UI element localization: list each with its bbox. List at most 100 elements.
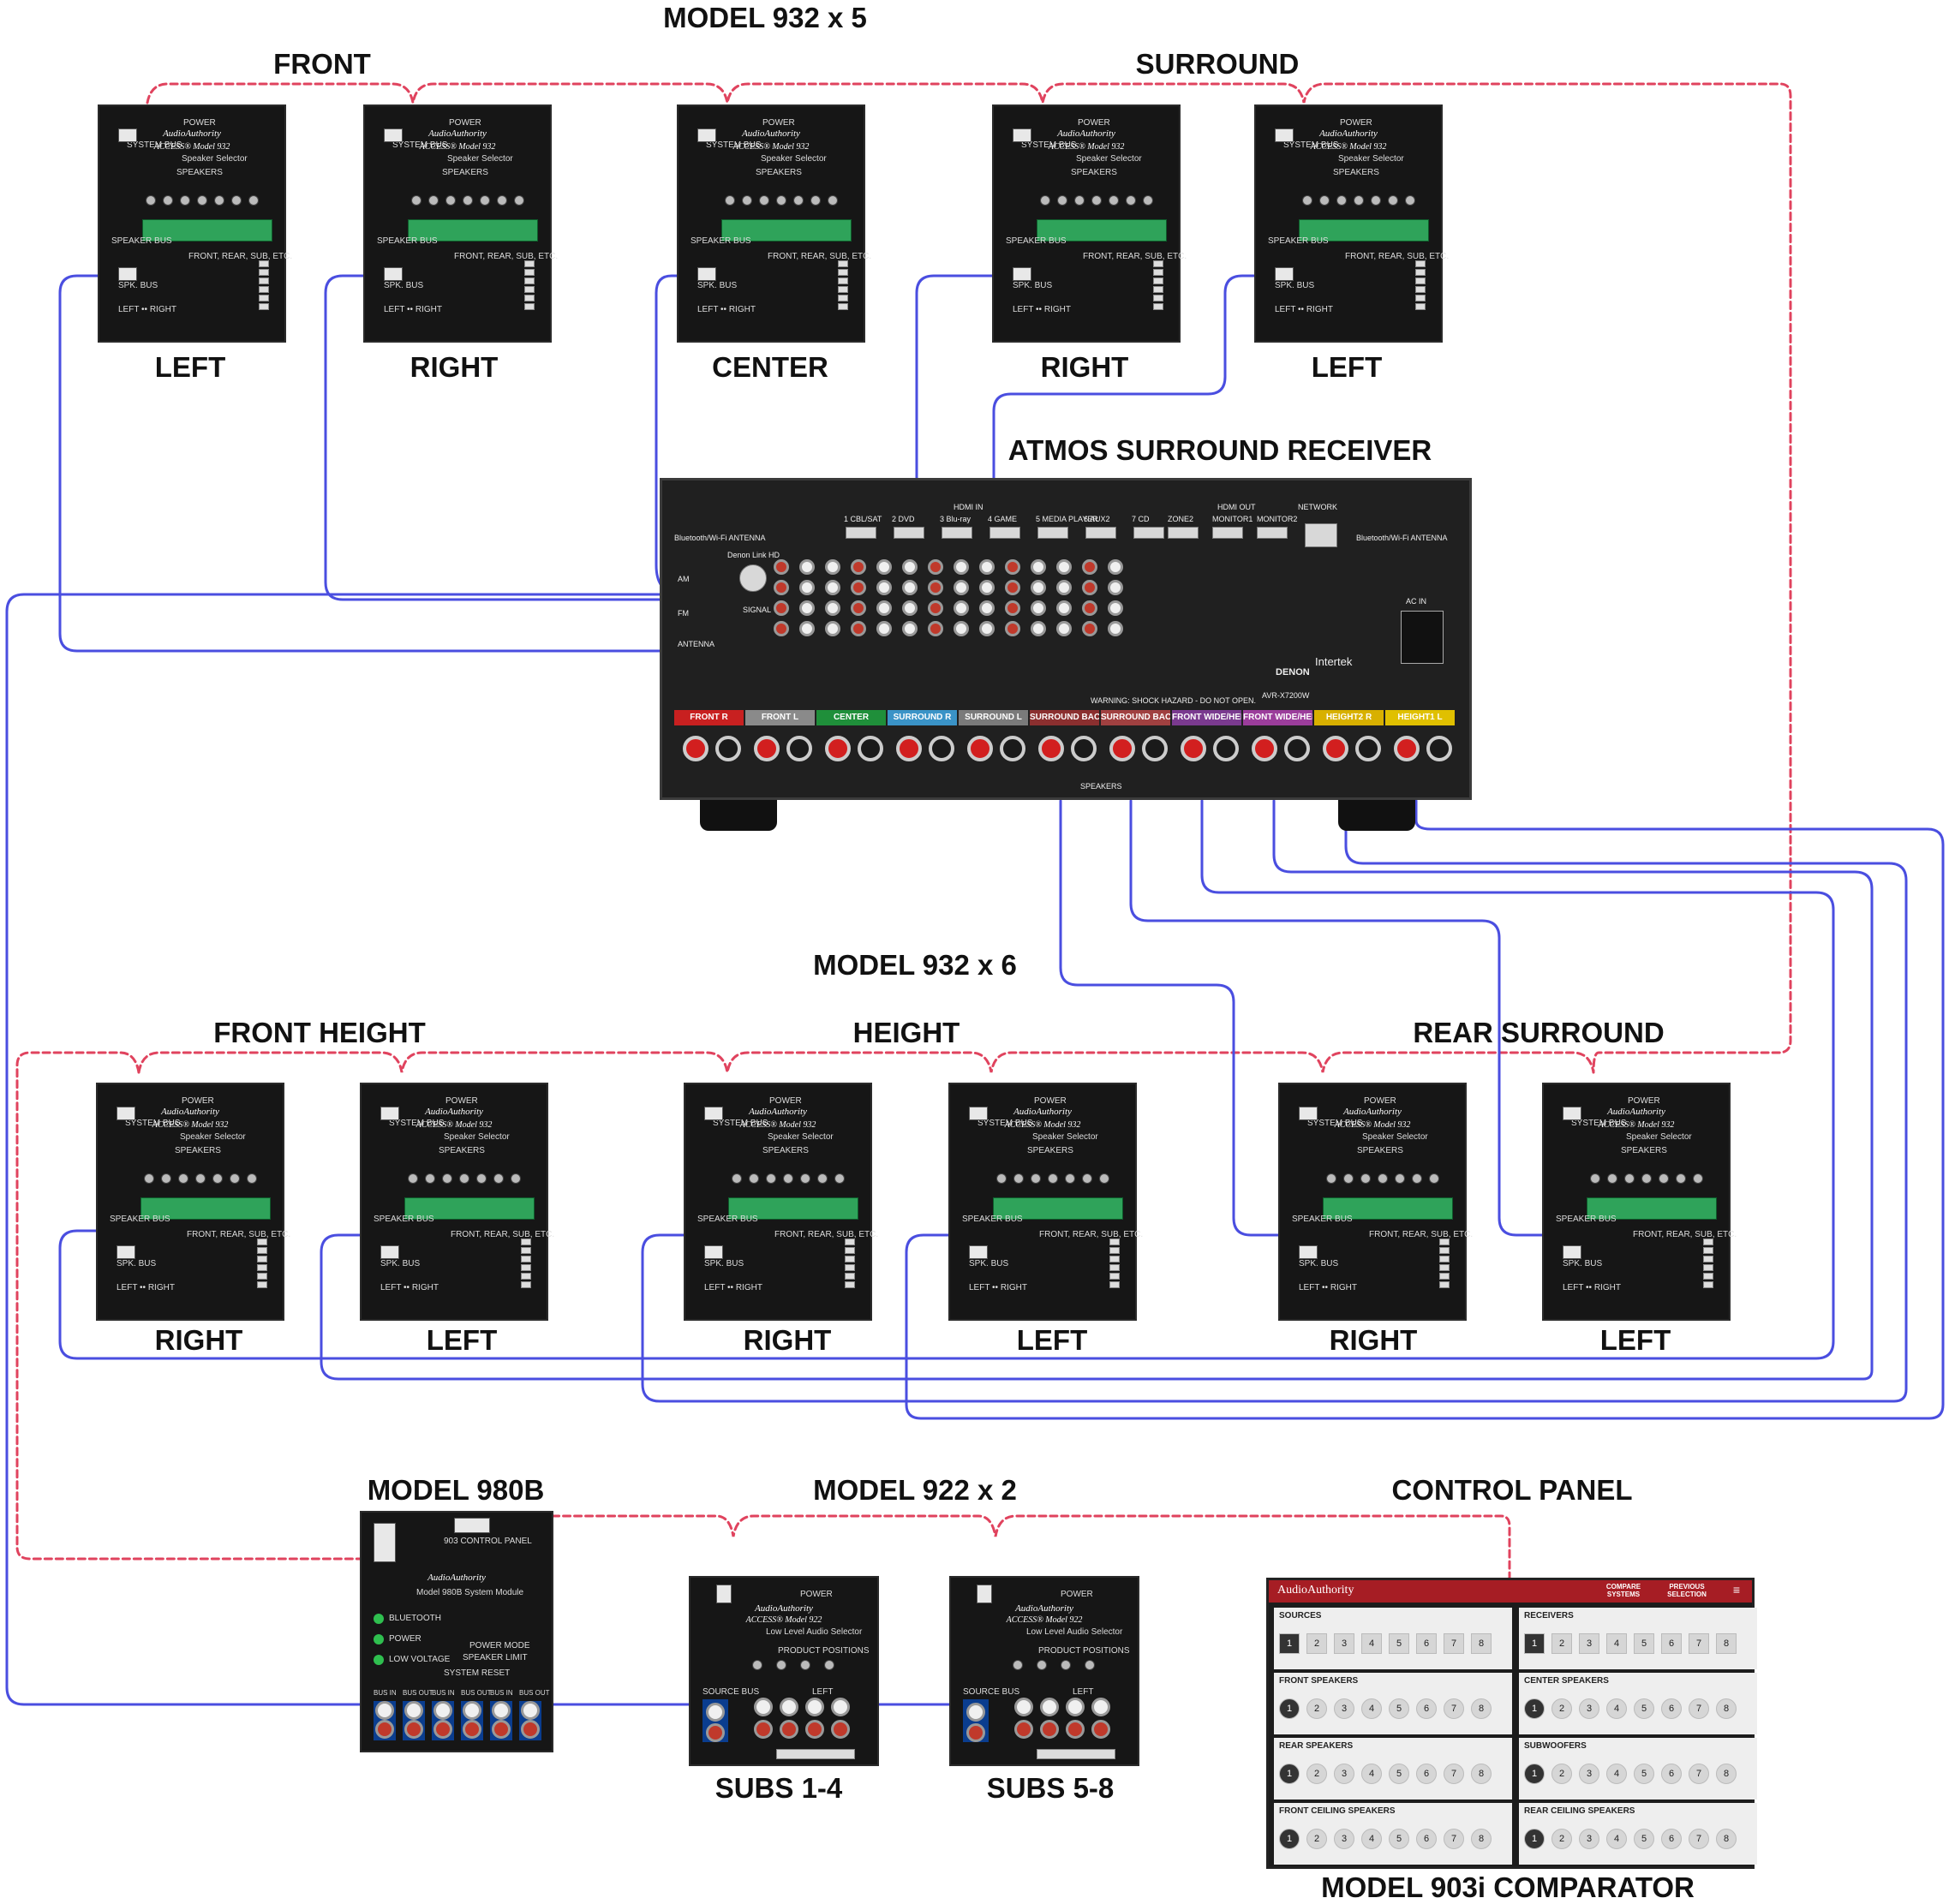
dip-switch[interactable] [524,260,535,267]
selection-button[interactable]: 1 [1524,1633,1545,1654]
selection-button[interactable]: 5 [1634,1698,1654,1719]
select-button[interactable] [497,195,507,206]
selection-button[interactable]: 6 [1661,1829,1682,1849]
dip-switch[interactable] [257,1281,267,1288]
dip-switch[interactable] [1415,260,1426,267]
select-button[interactable] [411,195,421,206]
network-port[interactable] [1305,523,1337,547]
rca-jack[interactable] [1082,621,1097,636]
output-jack[interactable] [1014,1698,1033,1716]
selection-button[interactable]: 3 [1579,1698,1599,1719]
dip-switch[interactable] [1703,1273,1713,1280]
selection-button[interactable]: 1 [1279,1764,1300,1784]
rca-jack[interactable] [1005,580,1020,595]
rca-jack[interactable] [1056,559,1072,575]
source-jack[interactable] [706,1723,725,1742]
select-button[interactable] [1082,1173,1092,1184]
select-button[interactable] [732,1173,742,1184]
bus-jack[interactable] [404,1701,423,1720]
dip-switch[interactable] [1153,278,1163,284]
output-jack[interactable] [1014,1720,1033,1739]
dip-switch[interactable] [1439,1264,1450,1271]
select-button[interactable] [408,1173,418,1184]
rca-jack[interactable] [954,621,969,636]
selection-button[interactable]: 8 [1716,1829,1737,1849]
dip-switch[interactable] [1415,278,1426,284]
dip-switch[interactable] [1439,1247,1450,1254]
dip-switch[interactable] [1439,1273,1450,1280]
select-button[interactable] [824,1660,834,1670]
rca-jack[interactable] [954,600,969,616]
speaker-post-plus[interactable] [1394,736,1420,761]
dip-switch[interactable] [521,1256,531,1262]
dip-switch[interactable] [845,1256,855,1262]
system-bus-port[interactable] [117,1107,135,1120]
select-button[interactable] [1624,1173,1635,1184]
select-button[interactable] [144,1173,154,1184]
rca-jack[interactable] [851,559,866,575]
source-jack[interactable] [966,1723,985,1742]
rca-jack[interactable] [825,600,840,616]
rca-jack[interactable] [928,559,943,575]
bus-jack[interactable] [463,1720,481,1739]
select-button[interactable] [1326,1173,1336,1184]
dip-switch[interactable] [257,1273,267,1280]
selection-button[interactable]: 7 [1444,1698,1464,1719]
select-button[interactable] [1405,195,1415,206]
rca-jack[interactable] [1005,600,1020,616]
select-button[interactable] [800,1173,810,1184]
rca-jack[interactable] [1108,580,1123,595]
system-bus-port[interactable] [1275,128,1294,142]
select-button[interactable] [1360,1173,1371,1184]
rca-jack[interactable] [876,559,892,575]
hdmi-input-port[interactable] [1085,527,1116,539]
select-button[interactable] [1109,195,1119,206]
selection-button[interactable]: 1 [1279,1829,1300,1849]
select-button[interactable] [163,195,173,206]
rca-jack[interactable] [825,559,840,575]
dip-switch[interactable] [1109,1256,1120,1262]
hdmi-input-port[interactable] [846,527,876,539]
select-button[interactable] [463,195,473,206]
hdmi-input-port[interactable] [942,527,972,539]
output-jack[interactable] [1040,1720,1059,1739]
rca-jack[interactable] [774,559,789,575]
hdmi-output-port[interactable] [1168,527,1199,539]
select-button[interactable] [742,195,752,206]
rca-jack[interactable] [799,621,815,636]
output-jack[interactable] [831,1720,850,1739]
control-panel-903i[interactable]: AudioAuthority COMPARE SYSTEMS PREVIOUS … [1266,1578,1757,1869]
selection-button[interactable]: 5 [1389,1764,1409,1784]
speaker-post-minus[interactable] [1426,736,1452,761]
select-button[interactable] [759,195,769,206]
speaker-post-minus[interactable] [1213,736,1239,761]
rca-jack[interactable] [979,580,995,595]
dip-switch[interactable] [1153,260,1163,267]
selection-button[interactable]: 1 [1524,1764,1545,1784]
system-bus-port[interactable] [1299,1107,1318,1120]
output-jack[interactable] [1040,1698,1059,1716]
bus-jack[interactable] [433,1701,452,1720]
speaker-post-plus[interactable] [1038,736,1064,761]
rca-jack[interactable] [954,580,969,595]
select-button[interactable] [425,1173,435,1184]
rca-jack[interactable] [825,621,840,636]
rca-jack[interactable] [1031,559,1046,575]
select-button[interactable] [810,195,821,206]
select-button[interactable] [776,195,786,206]
selection-button[interactable]: 2 [1306,1764,1327,1784]
output-jack[interactable] [805,1720,824,1739]
dip-switch[interactable] [1153,269,1163,276]
speaker-post-minus[interactable] [1071,736,1097,761]
dip-switch[interactable] [845,1273,855,1280]
hdmi-input-port[interactable] [989,527,1020,539]
dip-switch[interactable] [1153,303,1163,310]
select-button[interactable] [1143,195,1153,206]
hdmi-input-port[interactable] [1037,527,1068,539]
select-button[interactable] [800,1660,810,1670]
dip-switch[interactable] [1109,1238,1120,1245]
select-button[interactable] [247,1173,257,1184]
rca-jack[interactable] [1082,559,1097,575]
rca-jack[interactable] [799,580,815,595]
select-button[interactable] [1412,1173,1422,1184]
